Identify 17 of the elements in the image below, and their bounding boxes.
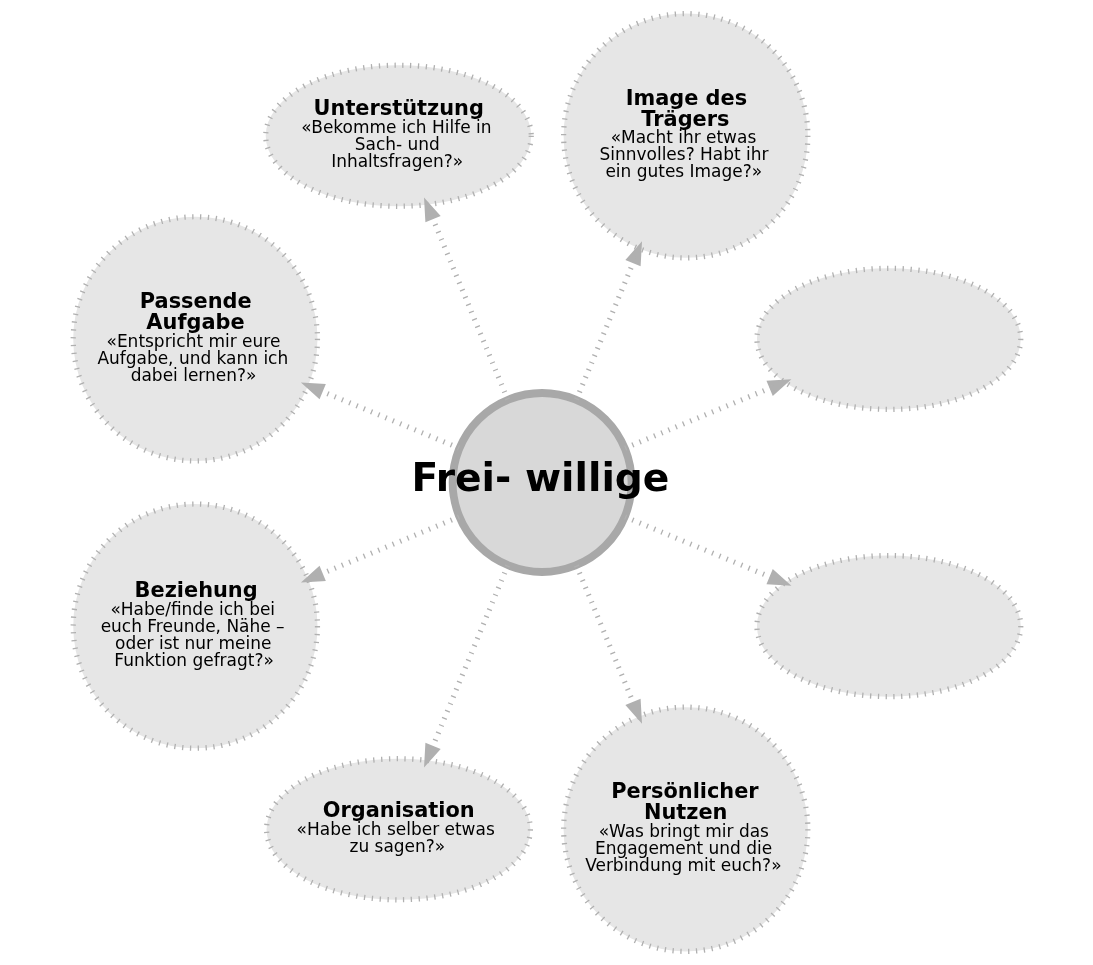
arrow bbox=[423, 564, 510, 768]
arrow bbox=[623, 379, 791, 451]
node-circle: Image des Trägers «Macht ihr etwas Sinnvolles? Habt ihr ein gutes Image?» bbox=[560, 11, 810, 261]
arrow bbox=[573, 241, 642, 401]
node-label: Frei- willige bbox=[410, 454, 669, 500]
node-ellipse: Unterstützung «Bekomme ich Hilfe in Sach- und Inhaltsfragen?» bbox=[262, 62, 534, 209]
arrow bbox=[300, 382, 460, 451]
arrow bbox=[623, 514, 791, 586]
node-ellipse bbox=[753, 553, 1023, 700]
arrow bbox=[300, 514, 460, 583]
node-ellipse: Organisation «Habe ich selber etwas zu sagen?» bbox=[263, 756, 533, 903]
arrow bbox=[423, 197, 510, 401]
arrow bbox=[573, 564, 642, 724]
node-circle: Beziehung «Habe/finde ich bei euch Freunde, Nähe – oder ist nur meine Funktion gefragt?» bbox=[70, 501, 320, 751]
node-circle: Passende Aufgabe «Entspricht mir eure Aufgabe, und kann ich dabei lernen?» bbox=[70, 214, 320, 464]
node-circle: Persönlicher Nutzen «Was bringt mir das Engagement und die Verbindung mit euch?» bbox=[560, 704, 810, 954]
node-ellipse bbox=[753, 265, 1023, 412]
